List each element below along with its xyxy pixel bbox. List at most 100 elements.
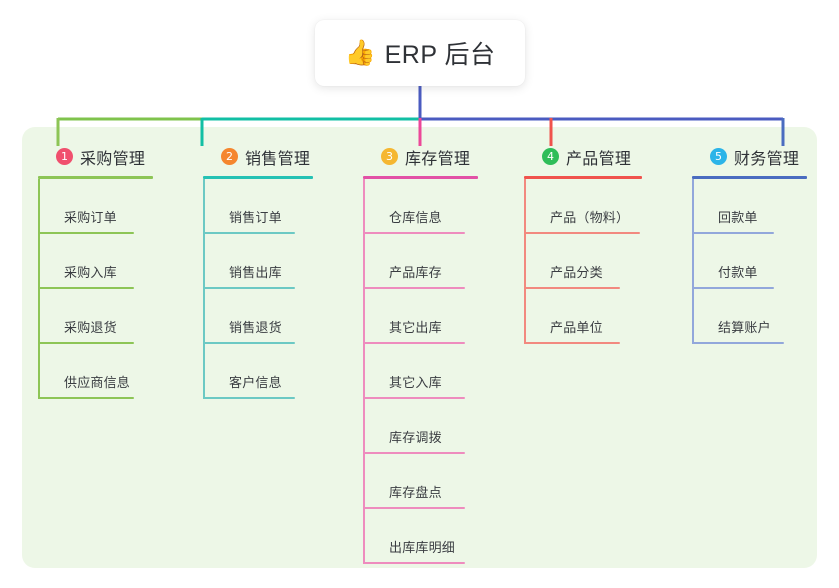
leaf-rule [38, 342, 134, 344]
leaf-label: 采购退货 [64, 320, 117, 335]
page-title: ERP 后台 [384, 41, 496, 69]
branch-badge-4: 4 [542, 148, 559, 165]
branch-badge-1: 1 [56, 148, 73, 165]
leaf-rule [524, 287, 620, 289]
leaf-rule [363, 452, 465, 454]
branch-title-1: 采购管理 [80, 150, 146, 168]
leaf-rule [38, 232, 134, 234]
leaf-item[interactable]: 采购退货 [38, 289, 153, 344]
leaf-label: 结算账户 [718, 320, 771, 335]
branch-rule-2 [203, 176, 313, 179]
leaf-item[interactable]: 库存盘点 [363, 454, 478, 509]
leaf-item[interactable]: 回款单 [692, 179, 807, 234]
branch-leaf-list-3: 仓库信息 产品库存 其它出库 其它入库 库存调拨 库存盘点 [363, 179, 478, 564]
leaf-label: 回款单 [718, 210, 758, 225]
leaf-rule [524, 232, 640, 234]
branch-rule-1 [38, 176, 153, 179]
branch-leaf-list-2: 销售订单 销售出库 销售退货 客户信息 [203, 179, 313, 399]
leaf-rule [692, 232, 774, 234]
leaf-rule [363, 232, 465, 234]
leaf-label: 产品库存 [389, 265, 442, 280]
leaf-rule [363, 507, 465, 509]
leaf-rule [363, 562, 465, 564]
branch-column-3: 3 库存管理 仓库信息 产品库存 其它出库 其它入库 [363, 143, 478, 564]
branch-leaf-list-1: 采购订单 采购入库 采购退货 供应商信息 [38, 179, 153, 399]
branch-spine-1 [38, 179, 40, 399]
branch-spine-2 [203, 179, 205, 399]
leaf-item[interactable]: 客户信息 [203, 344, 313, 399]
content-panel [22, 127, 817, 568]
leaf-label: 销售退货 [229, 320, 282, 335]
leaf-item[interactable]: 结算账户 [692, 289, 807, 344]
branch-badge-3: 3 [381, 148, 398, 165]
branch-column-1: 1 采购管理 采购订单 采购入库 采购退货 供应商信息 [38, 143, 153, 399]
branch-rule-4 [524, 176, 642, 179]
leaf-label: 其它出库 [389, 320, 442, 335]
leaf-label: 付款单 [718, 265, 758, 280]
branch-rule-3 [363, 176, 478, 179]
branch-column-2: 2 销售管理 销售订单 销售出库 销售退货 客户信息 [203, 143, 313, 399]
leaf-label: 库存盘点 [389, 485, 442, 500]
branch-title-4: 产品管理 [566, 150, 632, 168]
thumbs-up-icon: 👍 [344, 38, 376, 67]
leaf-rule [363, 342, 465, 344]
leaf-item[interactable]: 销售出库 [203, 234, 313, 289]
leaf-label: 销售订单 [229, 210, 282, 225]
branch-spine-5 [692, 179, 694, 344]
leaf-rule [203, 232, 295, 234]
branch-leaf-list-5: 回款单 付款单 结算账户 [692, 179, 807, 344]
leaf-label: 采购订单 [64, 210, 117, 225]
leaf-rule [363, 397, 465, 399]
leaf-label: 产品分类 [550, 265, 603, 280]
leaf-rule [524, 342, 620, 344]
leaf-item[interactable]: 销售订单 [203, 179, 313, 234]
leaf-rule [38, 397, 134, 399]
leaf-item[interactable]: 出库库明细 [363, 509, 478, 564]
leaf-item[interactable]: 付款单 [692, 234, 807, 289]
leaf-label: 产品单位 [550, 320, 603, 335]
root-title-card[interactable]: 👍 ERP 后台 [315, 20, 525, 86]
branch-title-2: 销售管理 [245, 150, 311, 168]
leaf-label: 采购入库 [64, 265, 117, 280]
leaf-item[interactable]: 销售退货 [203, 289, 313, 344]
branch-header-3[interactable]: 3 库存管理 [363, 143, 478, 179]
leaf-item[interactable]: 供应商信息 [38, 344, 153, 399]
leaf-rule [203, 397, 295, 399]
leaf-rule [203, 287, 295, 289]
leaf-item[interactable]: 产品分类 [524, 234, 642, 289]
leaf-rule [692, 287, 774, 289]
leaf-item[interactable]: 采购入库 [38, 234, 153, 289]
leaf-item[interactable]: 产品（物料） [524, 179, 642, 234]
leaf-rule [203, 342, 295, 344]
branch-header-1[interactable]: 1 采购管理 [38, 143, 153, 179]
leaf-item[interactable]: 其它出库 [363, 289, 478, 344]
branch-header-5[interactable]: 5 财务管理 [692, 143, 807, 179]
leaf-item[interactable]: 采购订单 [38, 179, 153, 234]
branch-header-4[interactable]: 4 产品管理 [524, 143, 642, 179]
branch-spine-4 [524, 179, 526, 344]
branch-column-5: 5 财务管理 回款单 付款单 结算账户 [692, 143, 807, 344]
leaf-label: 客户信息 [229, 375, 282, 390]
branch-spine-3 [363, 179, 365, 564]
branch-title-3: 库存管理 [405, 150, 471, 168]
leaf-label: 供应商信息 [64, 375, 131, 390]
branch-leaf-list-4: 产品（物料） 产品分类 产品单位 [524, 179, 642, 344]
leaf-label: 出库库明细 [389, 540, 456, 555]
leaf-item[interactable]: 库存调拨 [363, 399, 478, 454]
branch-badge-5: 5 [710, 148, 727, 165]
leaf-rule [692, 342, 784, 344]
leaf-label: 销售出库 [229, 265, 282, 280]
branch-title-5: 财务管理 [734, 150, 800, 168]
leaf-label: 仓库信息 [389, 210, 442, 225]
branch-header-2[interactable]: 2 销售管理 [203, 143, 313, 179]
branch-column-4: 4 产品管理 产品（物料） 产品分类 产品单位 [524, 143, 642, 344]
branch-rule-5 [692, 176, 807, 179]
leaf-item[interactable]: 其它入库 [363, 344, 478, 399]
leaf-item[interactable]: 仓库信息 [363, 179, 478, 234]
leaf-label: 产品（物料） [550, 210, 630, 225]
leaf-label: 其它入库 [389, 375, 442, 390]
leaf-item[interactable]: 产品库存 [363, 234, 478, 289]
leaf-item[interactable]: 产品单位 [524, 289, 642, 344]
leaf-label: 库存调拨 [389, 430, 442, 445]
